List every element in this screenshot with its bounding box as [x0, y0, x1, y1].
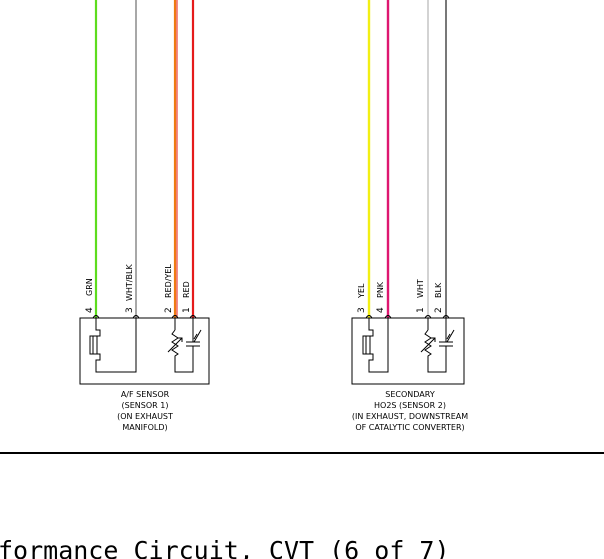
af-wire-labels: GRN 4 WHT/BLK 3 RED/YEL 2 RED 1 — [85, 264, 192, 313]
ho2s-sensor-box — [351, 317, 465, 385]
ho2s-pin-2: 2 — [434, 307, 444, 313]
ho2s-caption-line-2: HO2S (SENSOR 2) — [374, 401, 446, 410]
af-connector-terminals — [92, 315, 197, 319]
af-pin-4: 4 — [85, 307, 95, 313]
ho2s-terminal-1 — [424, 315, 432, 319]
af-sensing-element-icon — [167, 318, 202, 373]
af-terminal-2 — [171, 315, 179, 319]
ho2s-heater-icon — [362, 318, 389, 373]
af-caption-line-2: (SENSOR 1) — [122, 401, 169, 410]
ho2s-pin-3: 3 — [357, 307, 367, 313]
ho2s-terminal-3 — [365, 315, 373, 319]
af-wire-label-red-yel: RED/YEL — [164, 264, 173, 298]
ho2s-sensor-outline — [351, 317, 465, 385]
ho2s-caption-line-3: (IN EXHAUST, DOWNSTREAM — [352, 412, 468, 421]
af-sensor-wires — [94, 0, 195, 318]
ho2s-caption-line-1: SECONDARY — [385, 390, 435, 399]
af-sensor-box — [79, 317, 210, 385]
af-pin-3: 3 — [125, 307, 135, 313]
ho2s-terminal-4 — [384, 315, 392, 319]
af-wire-label-grn: GRN — [85, 278, 94, 296]
af-caption-line-1: A/F SENSOR — [121, 390, 170, 399]
ho2s-sensor-caption: SECONDARY HO2S (SENSOR 2) (IN EXHAUST, D… — [352, 390, 468, 432]
diagram-footer-title: formance Circuit, CVT (6 of 7) — [0, 536, 450, 559]
ho2s-wire-labels: YEL 3 PNK 4 WHT 1 BLK 2 — [357, 279, 444, 313]
ho2s-pin-4: 4 — [376, 307, 386, 313]
af-wire-label-red: RED — [182, 281, 191, 298]
ho2s-caption-line-4: OF CATALYTIC CONVERTER) — [355, 423, 464, 432]
ho2s-wire-label-pnk: PNK — [376, 281, 385, 298]
ho2s-wire-label-wht: WHT — [416, 279, 425, 298]
af-heater-icon — [89, 318, 137, 373]
ho2s-terminal-2 — [442, 315, 450, 319]
af-wire-label-wht-blk: WHT/BLK — [125, 264, 134, 301]
af-terminal-1 — [189, 315, 197, 319]
af-terminal-4 — [92, 315, 100, 319]
af-pin-1: 1 — [182, 307, 192, 313]
af-terminal-3 — [132, 315, 140, 319]
ho2s-wires — [367, 0, 447, 318]
ho2s-wire-label-blk: BLK — [434, 282, 443, 298]
ho2s-connector-terminals — [365, 315, 450, 319]
af-sensor-caption: A/F SENSOR (SENSOR 1) (ON EXHAUST MANIFO… — [117, 390, 173, 432]
ho2s-wire-label-yel: YEL — [357, 283, 366, 299]
af-caption-line-3: (ON EXHAUST — [117, 412, 173, 421]
af-sensor-outline — [79, 317, 210, 385]
ho2s-sensing-element-icon — [420, 318, 455, 373]
ho2s-pin-1: 1 — [416, 307, 426, 313]
af-caption-line-4: MANIFOLD) — [122, 423, 167, 432]
af-pin-2: 2 — [164, 307, 174, 313]
